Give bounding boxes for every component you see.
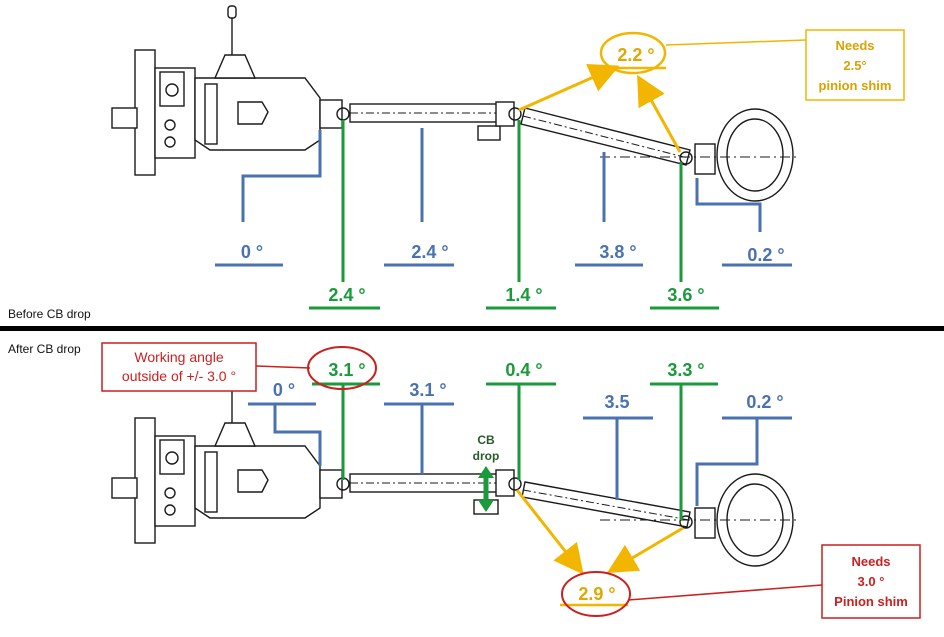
before-section-label: Before CB drop <box>8 307 91 321</box>
after-drivetrain <box>111 385 800 567</box>
after-joint-front-angle: 3.1 ° <box>328 360 365 380</box>
after-rear-shaft-angle: 3.5 <box>604 392 629 412</box>
after-warning <box>101 342 377 392</box>
before-shim-note-box <box>805 29 905 101</box>
before-note-line-2: 2.5° <box>843 58 866 73</box>
after-note-line-3: Pinion shim <box>834 594 908 609</box>
before-working-angle <box>518 29 905 153</box>
before-working-angle-value: 2.2 ° <box>617 45 654 65</box>
section-divider <box>0 326 944 331</box>
after-shim-note-box <box>821 544 921 619</box>
before-note-line-1: Needs <box>835 38 874 53</box>
after-pinion-angle: 0.2 ° <box>746 392 783 412</box>
cb-drop-label-line-1: CB <box>477 433 495 447</box>
before-green-lines <box>309 120 719 310</box>
after-front-shaft-angle: 3.1 ° <box>409 380 446 400</box>
before-blue-lines <box>215 128 792 267</box>
cb-drop-arrow <box>478 466 494 512</box>
after-green-lines <box>312 382 718 520</box>
after-note-line-1: Needs <box>851 554 890 569</box>
warning-line-2: outside of +/- 3.0 ° <box>122 368 236 384</box>
after-working-angle <box>515 489 921 619</box>
before-note-line-3: pinion shim <box>819 78 892 93</box>
before-joint-center-angle: 1.4 ° <box>505 285 542 305</box>
warning-box <box>101 342 257 392</box>
after-note-line-2: 3.0 ° <box>858 574 885 589</box>
before-pinion-angle: 0.2 ° <box>747 245 784 265</box>
before-front-shaft-angle: 2.4 ° <box>411 242 448 262</box>
after-joint-center-angle: 0.4 ° <box>505 360 542 380</box>
before-joint-rear-angle: 3.6 ° <box>667 285 704 305</box>
after-working-angle-value: 2.9 ° <box>578 584 615 604</box>
before-joint-front-angle: 2.4 ° <box>328 285 365 305</box>
before-rear-shaft-angle: 3.8 ° <box>599 242 636 262</box>
after-section-label: After CB drop <box>8 342 81 356</box>
before-trans-angle: 0 ° <box>241 242 263 262</box>
after-joint-rear-angle: 3.3 ° <box>667 360 704 380</box>
warning-line-1: Working angle <box>134 349 223 365</box>
after-trans-angle: 0 ° <box>273 380 295 400</box>
after-blue-lines <box>248 402 792 506</box>
before-drivetrain <box>111 5 800 202</box>
cb-drop-label-line-2: drop <box>473 449 500 463</box>
